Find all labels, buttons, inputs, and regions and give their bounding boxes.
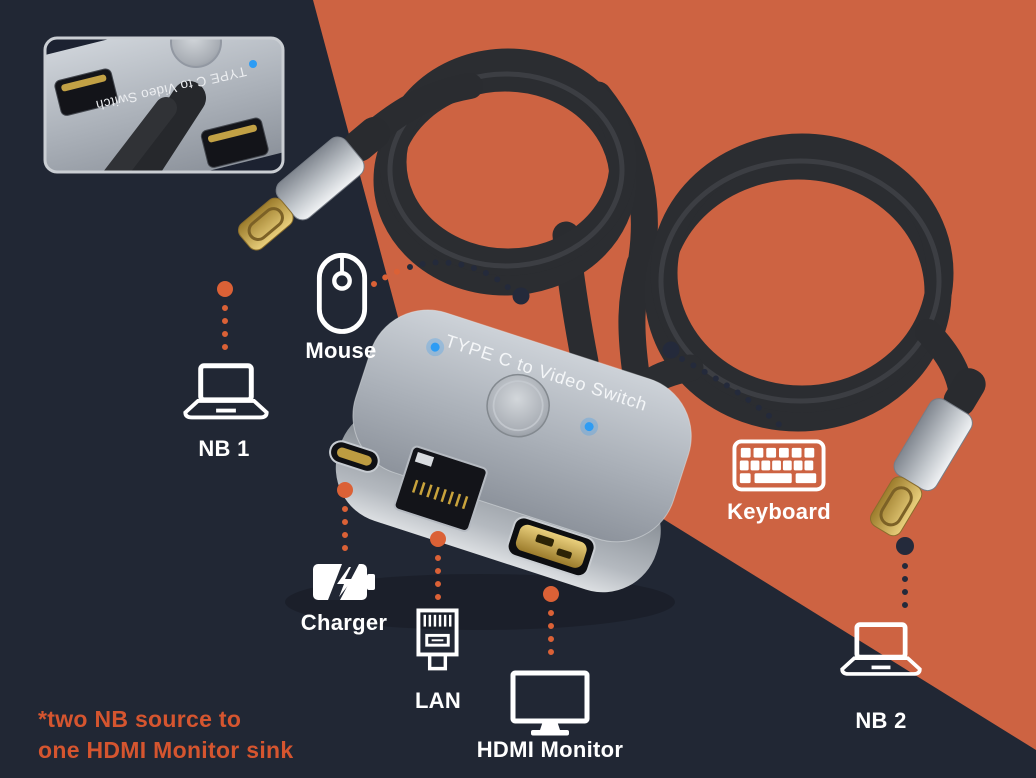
hdmi-monitor-label: HDMI Monitor	[476, 737, 624, 762]
link-keyboard	[662, 341, 787, 432]
switch-button	[486, 373, 550, 438]
inset-led-indicator	[249, 60, 257, 68]
inset-usb-a-port-left	[54, 68, 118, 116]
hdmi-monitor-icon	[510, 670, 590, 738]
inset-cable	[111, 81, 206, 172]
cable-coil-left	[373, 48, 704, 400]
inset-border	[43, 36, 285, 174]
footnote: *two NB source to one HDMI Monitor sink	[38, 704, 293, 766]
cable-coil-right	[644, 133, 954, 432]
lan-port	[393, 445, 488, 532]
inset-switch-button	[170, 38, 222, 68]
hdmi-port	[506, 516, 596, 578]
link-nb1	[217, 281, 233, 354]
usb-c-port	[329, 440, 380, 473]
nb2-label: NB 2	[855, 708, 907, 733]
charger-label: Charger	[300, 610, 388, 635]
switch-device-body: TYPE C to Video Switch	[329, 309, 692, 593]
link-mouse	[371, 259, 530, 305]
nb1-laptop-icon	[182, 363, 270, 422]
lan-label: LAN	[414, 688, 462, 713]
keyboard-label: Keyboard	[727, 499, 831, 524]
keyboard-icon	[732, 439, 826, 492]
inset-cable-2	[89, 97, 177, 172]
footnote-line-2: one HDMI Monitor sink	[38, 737, 294, 763]
link-nb2	[896, 537, 914, 617]
nb2-laptop-icon	[839, 622, 923, 679]
link-charger	[337, 482, 353, 555]
charger-battery-icon	[311, 559, 377, 605]
link-lan	[430, 531, 446, 604]
mouse-icon	[315, 251, 369, 336]
usb-c-connector-left	[237, 117, 391, 251]
device-shadow	[285, 574, 675, 630]
usb-c-connector-right	[869, 368, 986, 537]
led-indicator-left	[430, 342, 440, 352]
nb1-label: NB 1	[198, 436, 250, 461]
lan-connector-icon	[415, 608, 460, 682]
inset-detail-box: TYPE C to Video Switch	[43, 36, 285, 174]
footnote-line-1: *two NB source to	[38, 706, 242, 732]
led-indicator-right	[584, 422, 594, 432]
switch-button-ring	[492, 380, 544, 432]
inset-usb-a-port-right	[200, 117, 269, 168]
mouse-label: Mouse	[305, 338, 377, 363]
link-hdmi-monitor	[543, 586, 559, 664]
